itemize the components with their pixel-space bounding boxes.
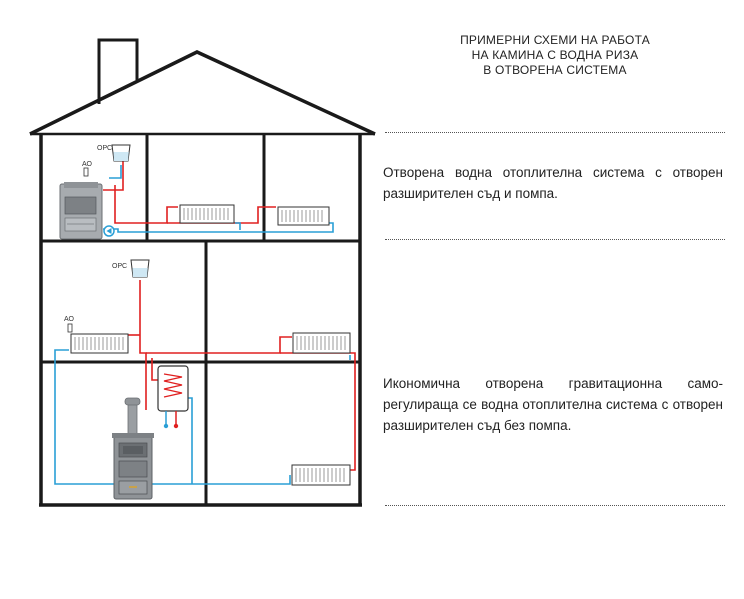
radiator-ground-right [291, 464, 351, 486]
chimney [97, 38, 139, 104]
boiler-top [64, 182, 98, 188]
roof [29, 50, 376, 136]
radiator-icon [291, 464, 351, 486]
radiator-top-2 [277, 206, 330, 226]
radiator-icon [277, 206, 330, 226]
supply-middle [146, 336, 292, 354]
page-title: ПРИМЕРНИ СХЕМИ НА РАБОТА НА КАМИНА С ВОД… [410, 33, 700, 78]
stove-glass [123, 446, 143, 454]
radiator-middle-left [70, 333, 129, 354]
boiler-panel [64, 217, 97, 232]
scheme-1-description: Отворена водна отоплителна система с отв… [383, 165, 723, 201]
return-left-loop [54, 349, 114, 485]
radiator-icon [292, 332, 351, 354]
air-vent-icon [67, 323, 73, 333]
tank-label-lower: ОРС [112, 263, 127, 270]
supply-right-drop [280, 352, 356, 471]
pump [103, 225, 115, 237]
title-line-1: ПРИМЕРНИ СХЕМИ НА РАБОТА [460, 33, 650, 47]
tap-hot [173, 423, 179, 429]
stove-flue-cap [124, 397, 141, 406]
return-pipe-top-2 [235, 222, 241, 230]
radiator-top-1 [179, 204, 235, 224]
supply-pipe-top [103, 159, 124, 191]
tank-water [113, 152, 129, 161]
expansion-link-top [109, 165, 122, 179]
air-vent-top: АО [82, 161, 93, 177]
scheme-2-pipes [54, 280, 356, 485]
heater-coil [163, 373, 183, 398]
pump-arrow [106, 228, 112, 234]
air-vent-lower: АО [64, 316, 75, 333]
separator-3 [385, 505, 725, 506]
stove-flue [127, 401, 138, 437]
tap-cold [163, 423, 169, 429]
air-vent-icon [83, 167, 89, 177]
stove [112, 397, 154, 500]
tank-water [132, 268, 148, 277]
expansion-tank-top: ОРС [97, 144, 131, 162]
title-line-2: НА КАМИНА С ВОДНА РИЗА [471, 48, 639, 62]
air-vent-label-top: АО [82, 161, 93, 168]
water-heater-tank [157, 365, 189, 412]
boiler-door [64, 196, 97, 215]
radiator-middle-right [292, 332, 351, 354]
separator-2 [385, 239, 725, 240]
radiator-icon [70, 333, 129, 354]
scheme-2-description: Икономична отворена гравитационна само­р… [383, 376, 723, 433]
return-bottom [151, 475, 291, 485]
boiler-unit [59, 182, 103, 240]
expansion-tank-lower: ОРС [112, 259, 150, 278]
water-heater [157, 365, 189, 429]
air-vent-label-lower: АО [64, 316, 75, 323]
title-line-3: В ОТВОРЕНА СИСТЕМА [483, 63, 627, 77]
supply-riser [139, 280, 147, 410]
tank-label-top: ОРС [97, 145, 112, 152]
stove-top-plate [112, 433, 154, 438]
stove-handle [129, 486, 137, 488]
house-outline [29, 38, 376, 507]
radiator-icon [179, 204, 235, 224]
separator-1 [385, 132, 725, 133]
return-pipe-top [103, 222, 334, 233]
stove-ash-door [118, 460, 148, 478]
